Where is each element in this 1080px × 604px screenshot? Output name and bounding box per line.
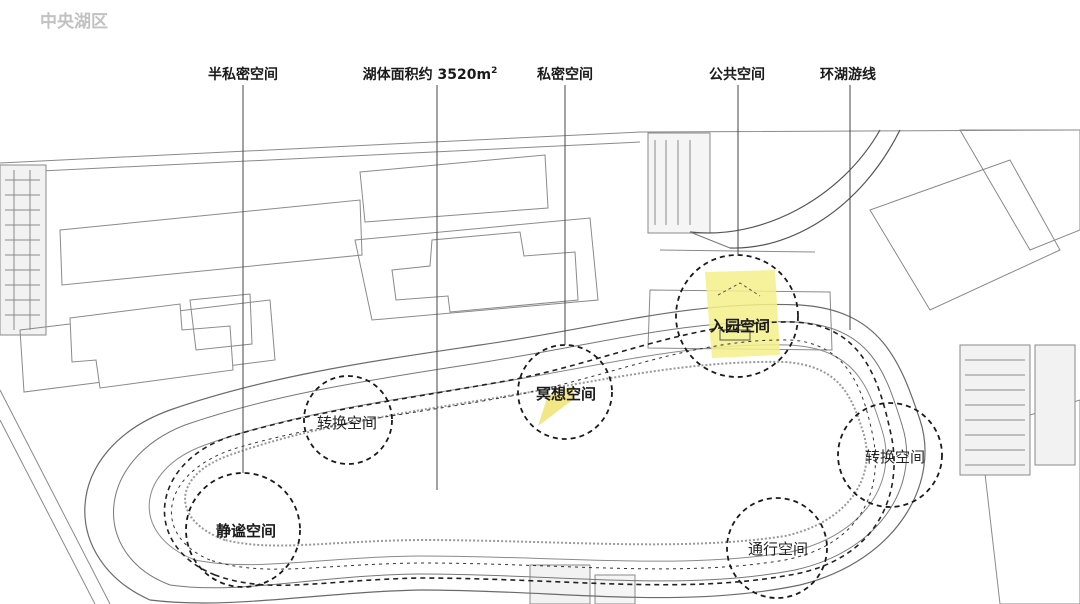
zone-label-transition-left: 转换空间 (317, 414, 377, 432)
entrance-highlight (705, 270, 780, 358)
label-semi-private: 半私密空间 (208, 66, 278, 83)
zone-label-meditation: 冥想空间 (536, 385, 596, 403)
label-private: 私密空间 (537, 66, 593, 83)
label-public: 公共空间 (709, 66, 765, 83)
leader-lines (242, 85, 851, 490)
label-lake-area: 湖体面积约 3520m2 (363, 66, 498, 83)
transition-left-zone-circle (303, 375, 393, 465)
zone-label-entrance: 入园空间 (710, 317, 770, 335)
building-center (354, 154, 599, 321)
meditation-zone-circle (517, 344, 613, 440)
site-linework (0, 129, 1080, 604)
tranquil-zone-circle (185, 472, 301, 588)
transition-right-zone-circle (837, 402, 943, 508)
section-title: 中央湖区 (40, 11, 108, 32)
zone-label-tranquil: 静谧空间 (216, 522, 276, 540)
loop-route-dashed (163, 321, 895, 587)
lake-shoreline (184, 360, 868, 547)
zone-circles (185, 254, 943, 599)
entrance-details (717, 282, 761, 341)
entrance-zone-circle (675, 254, 799, 378)
label-loop-path: 环湖游线 (820, 66, 876, 83)
building-left (19, 199, 363, 393)
entrance-road (689, 129, 881, 234)
entrance-building (647, 132, 833, 351)
zone-label-passage: 通行空间 (748, 540, 808, 558)
left-stair (0, 164, 47, 336)
right-stair (959, 344, 1076, 476)
zone-label-transition-right: 转换空间 (865, 448, 925, 466)
passage-zone-circle (726, 497, 828, 599)
meditation-highlight (538, 386, 575, 426)
